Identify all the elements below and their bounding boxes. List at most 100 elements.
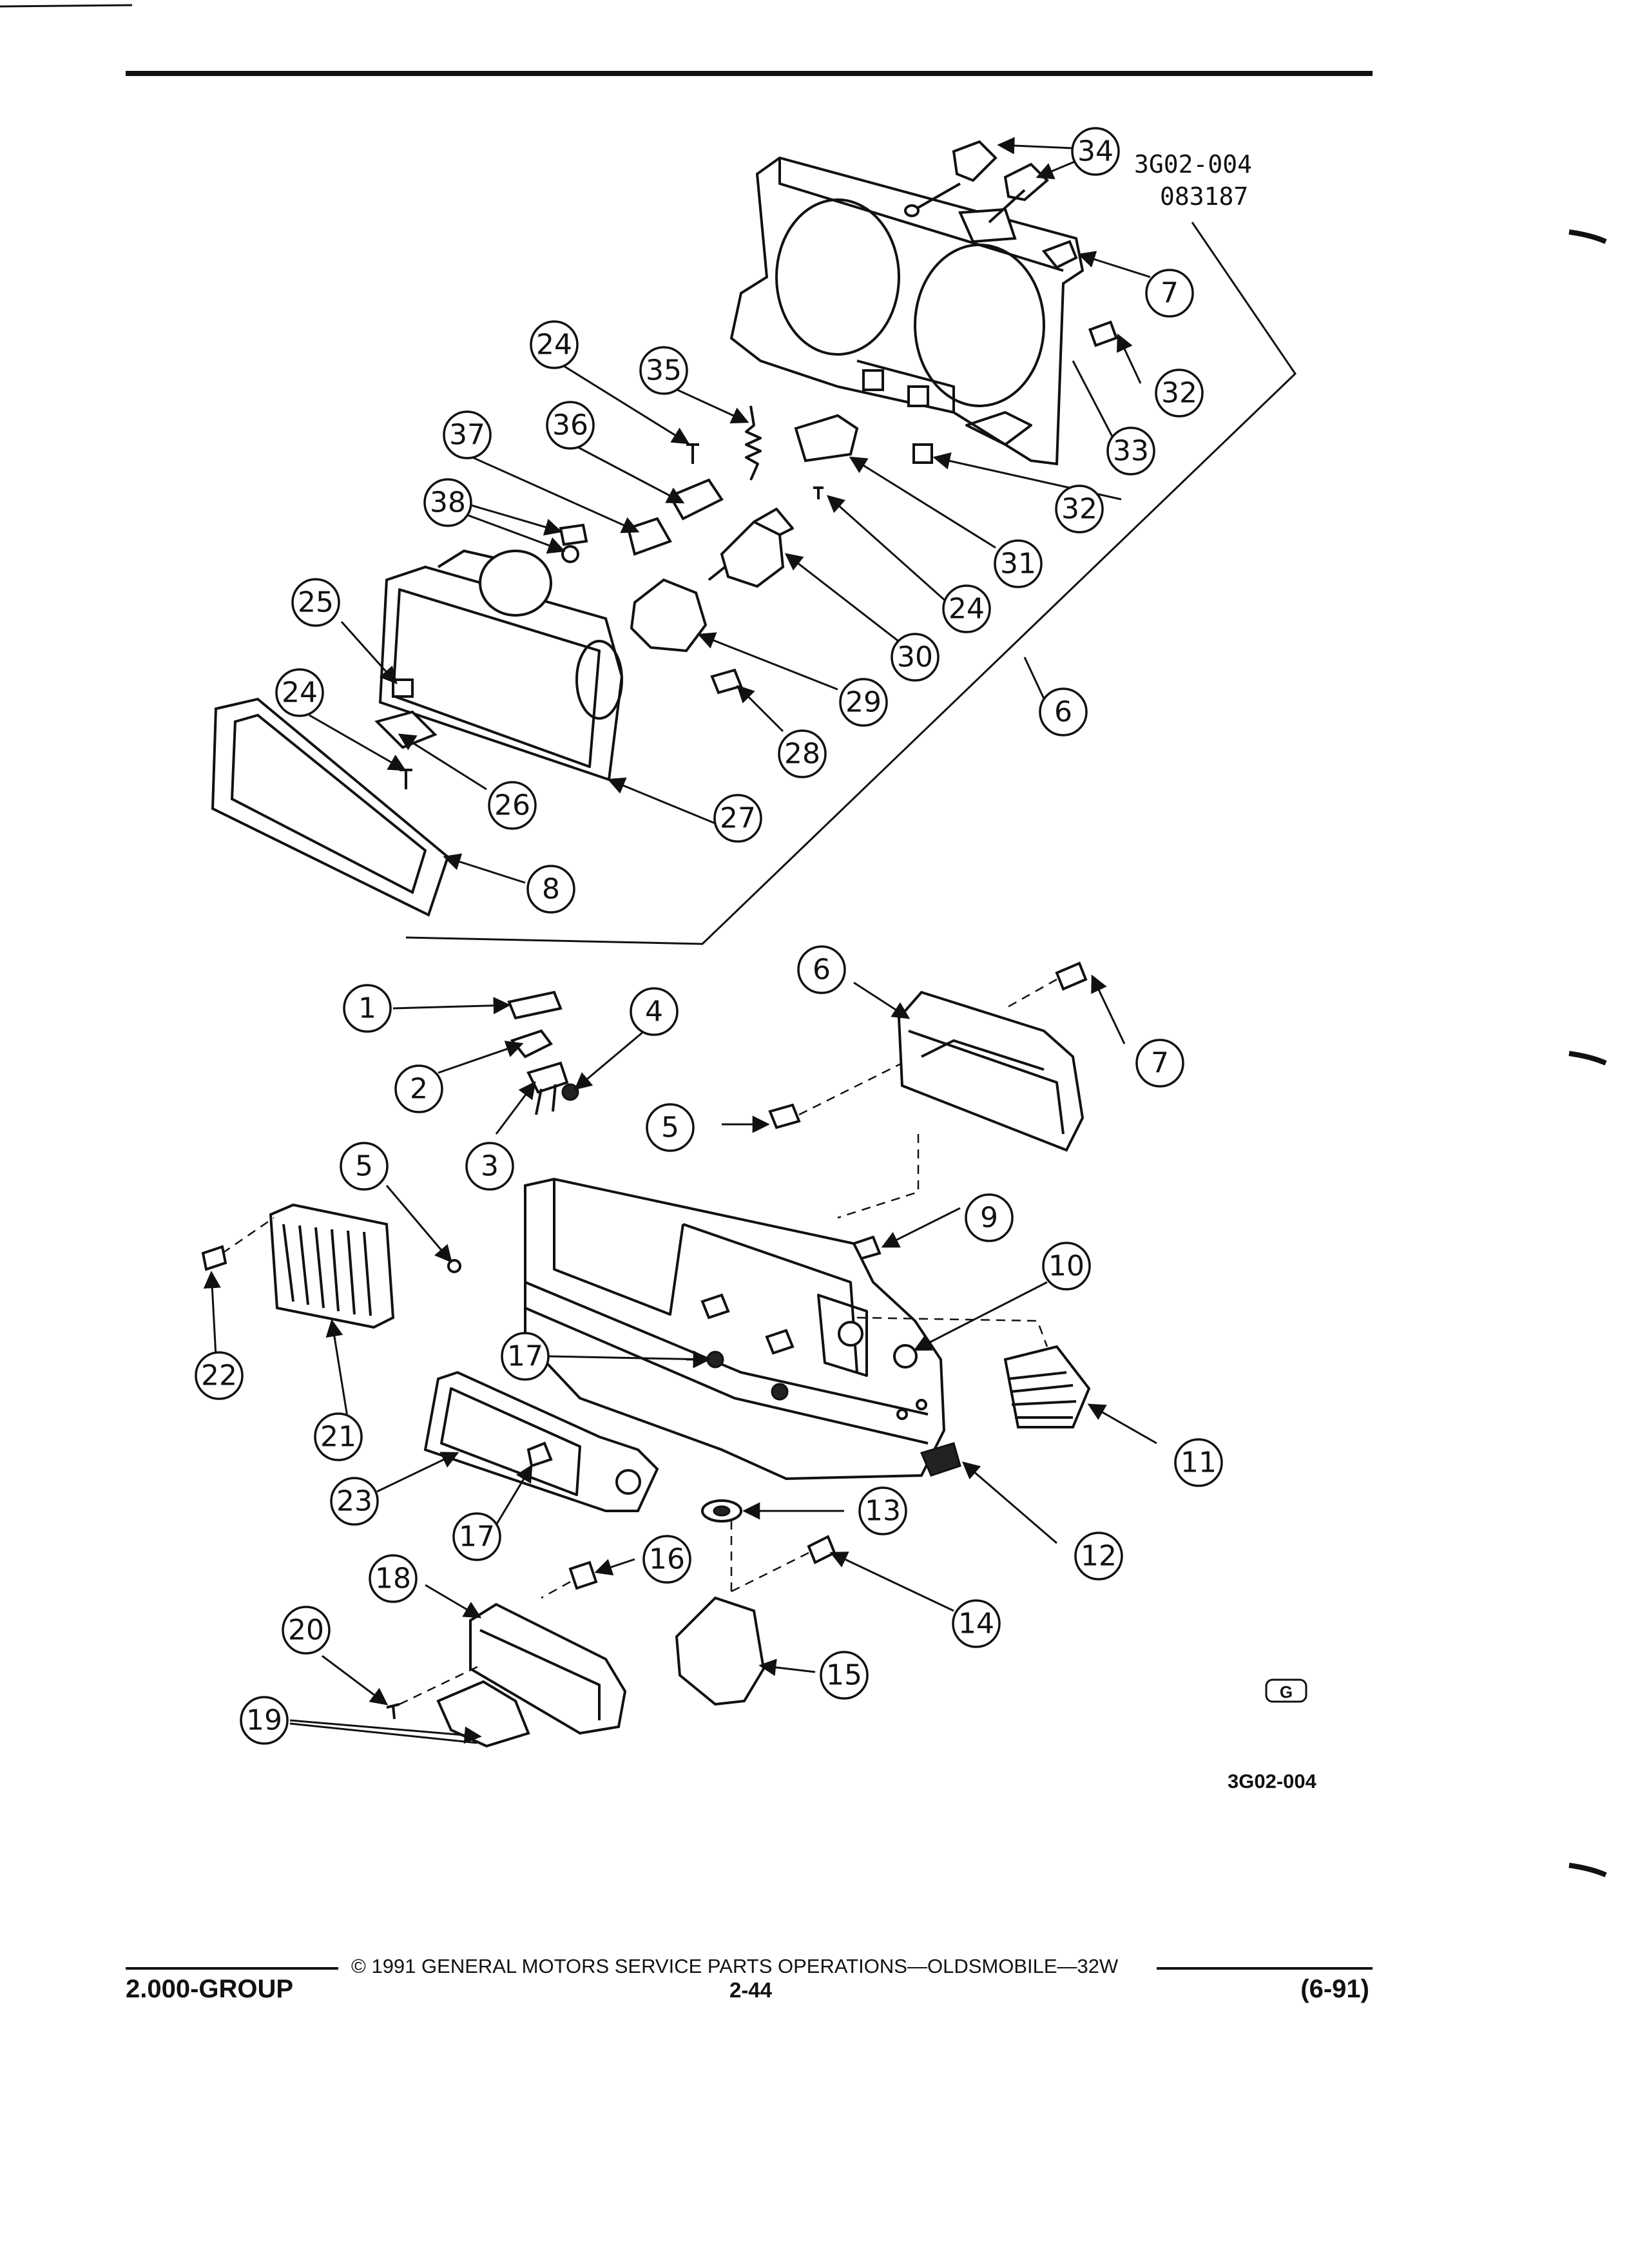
callout-8: 8 bbox=[526, 865, 575, 914]
svg-text:35: 35 bbox=[646, 354, 682, 387]
header-rule bbox=[126, 71, 1373, 76]
bezel-part-23 bbox=[423, 1370, 659, 1512]
bracket-part-26 bbox=[374, 710, 438, 749]
svg-text:27: 27 bbox=[720, 802, 756, 835]
svg-text:32: 32 bbox=[1161, 377, 1197, 410]
pivot-part-31 bbox=[794, 414, 859, 463]
figure-code: 3G02-004 bbox=[1134, 150, 1252, 178]
callout-16: 16 bbox=[642, 1535, 691, 1584]
callout-7-upper: 7 bbox=[1145, 269, 1194, 318]
retainer-part-29 bbox=[630, 578, 708, 653]
bulb-part-30 bbox=[708, 508, 794, 588]
clip-part-1 bbox=[507, 990, 563, 1020]
svg-text:23: 23 bbox=[336, 1485, 372, 1518]
callout-32-upper: 32 bbox=[1155, 369, 1204, 418]
screw-part-7-upper bbox=[1041, 240, 1078, 269]
grommet-part-10 bbox=[893, 1344, 918, 1369]
footer-page: 2-44 bbox=[729, 1978, 773, 2002]
headlamp-part-27 bbox=[378, 550, 624, 782]
svg-text:33: 33 bbox=[1113, 435, 1149, 468]
callout-15: 15 bbox=[820, 1651, 869, 1700]
side-marker-lamp-part-6 bbox=[897, 990, 1084, 1152]
callout-7-lower: 7 bbox=[1135, 1039, 1184, 1088]
callout-25: 25 bbox=[291, 578, 340, 627]
callout-9: 9 bbox=[965, 1193, 1014, 1242]
callout-24-c: 24 bbox=[275, 668, 324, 717]
screw-part-4 bbox=[561, 1083, 579, 1101]
svg-text:38: 38 bbox=[430, 486, 466, 519]
svg-text:6: 6 bbox=[1054, 696, 1072, 729]
callout-29: 29 bbox=[839, 678, 888, 727]
callout-4: 4 bbox=[630, 987, 679, 1036]
svg-text:8: 8 bbox=[542, 873, 560, 906]
lamp-part-18 bbox=[469, 1602, 627, 1735]
nut-part-5-upper bbox=[768, 1103, 801, 1129]
svg-text:5: 5 bbox=[355, 1150, 373, 1183]
bracket-part-36 bbox=[668, 478, 724, 521]
svg-text:31: 31 bbox=[1000, 548, 1036, 581]
svg-text:7: 7 bbox=[1161, 277, 1179, 310]
svg-text:26: 26 bbox=[494, 789, 530, 822]
bracket-part-3 bbox=[526, 1061, 569, 1094]
nut-part-32-lower bbox=[912, 443, 933, 464]
svg-text:12: 12 bbox=[1081, 1540, 1117, 1573]
svg-text:22: 22 bbox=[201, 1360, 237, 1392]
grommet-part-13-inner bbox=[713, 1505, 731, 1517]
fog-lamp-part-21 bbox=[269, 1203, 395, 1329]
svg-text:24: 24 bbox=[536, 329, 572, 361]
callout-24-b: 24 bbox=[530, 320, 579, 369]
svg-text:24: 24 bbox=[949, 593, 985, 626]
callout-24-a: 24 bbox=[942, 584, 991, 633]
callout-5-upper: 5 bbox=[646, 1103, 695, 1152]
svg-text:1: 1 bbox=[358, 992, 376, 1025]
svg-text:28: 28 bbox=[784, 738, 820, 771]
svg-text:17: 17 bbox=[459, 1521, 495, 1553]
svg-text:37: 37 bbox=[449, 419, 485, 452]
bezel-part-8 bbox=[211, 697, 450, 917]
svg-text:24: 24 bbox=[282, 677, 318, 709]
front-fender-panel bbox=[524, 1177, 946, 1481]
screw-part-7-lower bbox=[1055, 961, 1088, 991]
svg-text:19: 19 bbox=[246, 1704, 282, 1737]
dash-5-6 bbox=[798, 1062, 903, 1116]
callout-3: 3 bbox=[465, 1142, 514, 1191]
socket-part-12 bbox=[920, 1442, 961, 1477]
svg-text:32: 32 bbox=[1061, 493, 1097, 526]
headlamp-mounting-panel bbox=[729, 156, 1084, 466]
svg-text:13: 13 bbox=[865, 1495, 901, 1528]
screw-part-24-a bbox=[686, 443, 699, 464]
callout-6-upper: 6 bbox=[1039, 687, 1088, 736]
screw-part-24-b bbox=[813, 486, 824, 499]
callout-22: 22 bbox=[195, 1351, 244, 1400]
svg-text:2: 2 bbox=[410, 1073, 428, 1106]
footer-date: (6-91) bbox=[1300, 1975, 1369, 2003]
callout-2: 2 bbox=[394, 1064, 443, 1113]
callout-31: 31 bbox=[994, 539, 1043, 588]
footer-copyright: © 1991 GENERAL MOTORS SERVICE PARTS OPER… bbox=[351, 1955, 1119, 1977]
svg-text:25: 25 bbox=[298, 586, 334, 619]
bracket-part-3-legs bbox=[535, 1084, 557, 1115]
callout-6-lower: 6 bbox=[797, 945, 846, 994]
clip-part-38-b bbox=[561, 545, 579, 563]
callout-1: 1 bbox=[343, 984, 392, 1033]
callout-32-lower: 32 bbox=[1055, 485, 1104, 533]
callout-36: 36 bbox=[546, 401, 595, 450]
svg-text:4: 4 bbox=[645, 995, 663, 1028]
bracket-part-37 bbox=[626, 517, 672, 556]
svg-text:15: 15 bbox=[826, 1659, 862, 1692]
callout-13: 13 bbox=[858, 1486, 907, 1535]
dash-7-6 bbox=[1005, 978, 1057, 1010]
figure-code-bottom: 3G02-004 bbox=[1228, 1770, 1317, 1792]
svg-text:17: 17 bbox=[507, 1340, 543, 1373]
screw-part-14 bbox=[807, 1535, 836, 1564]
callout-35: 35 bbox=[639, 346, 688, 395]
figure-date: 083187 bbox=[1160, 182, 1248, 211]
dash-16 bbox=[541, 1581, 571, 1599]
callout-37: 37 bbox=[443, 410, 492, 459]
callout-27: 27 bbox=[713, 794, 762, 843]
callout-26: 26 bbox=[488, 781, 537, 830]
callout-21: 21 bbox=[314, 1412, 363, 1461]
svg-text:6: 6 bbox=[813, 954, 831, 986]
gm-logo-letter: G bbox=[1280, 1682, 1293, 1702]
